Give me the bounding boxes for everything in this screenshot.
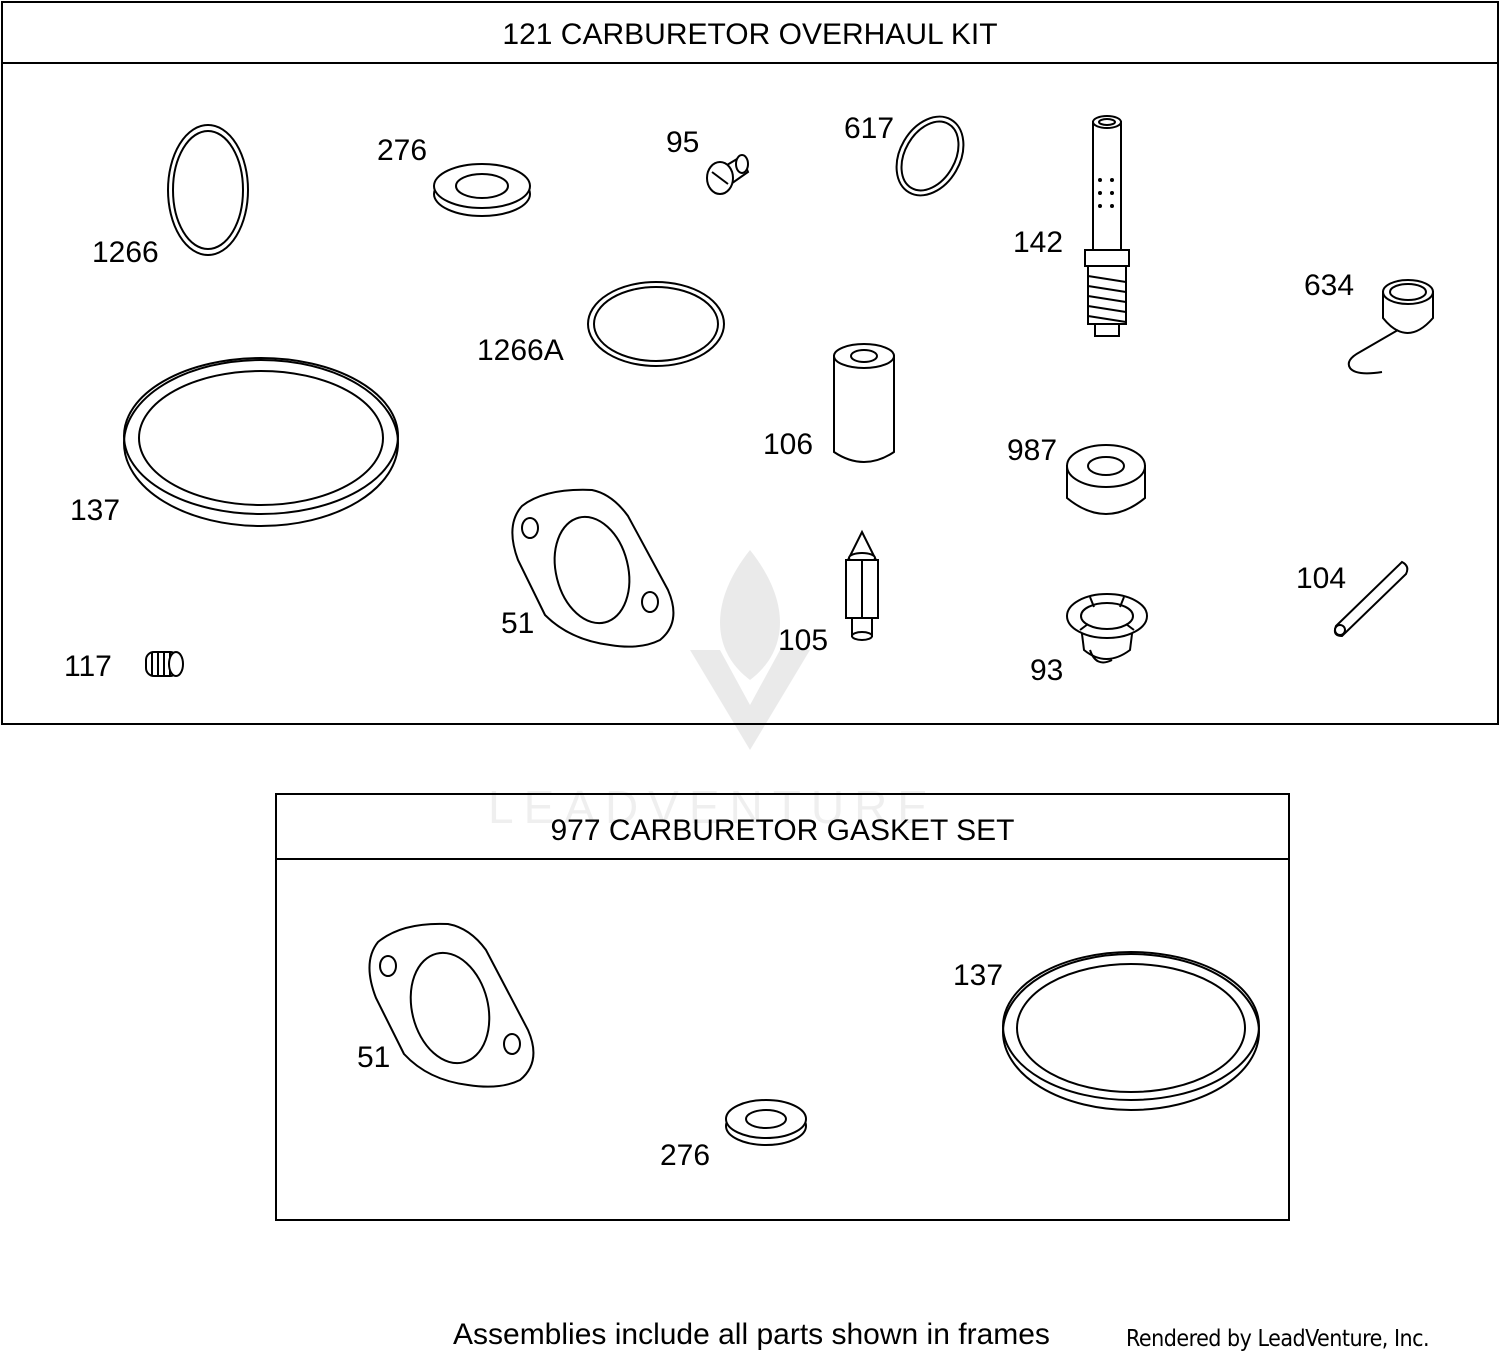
label-617: 617 bbox=[844, 112, 894, 145]
part-1266-o-ring[interactable] bbox=[167, 124, 249, 256]
part-51-carb-gasket[interactable] bbox=[511, 488, 675, 648]
footer-note: Assemblies include all parts shown in fr… bbox=[453, 1318, 1050, 1351]
label-987: 987 bbox=[1007, 434, 1057, 467]
label-1266a: 1266A bbox=[477, 334, 564, 367]
label-95: 95 bbox=[666, 126, 699, 159]
label-1266: 1266 bbox=[92, 236, 159, 269]
part-93-needle-seat[interactable] bbox=[1066, 593, 1148, 664]
overhaul-kit-frame: 121 CARBURETOR OVERHAUL KIT bbox=[1, 1, 1499, 725]
gasket-set-title: 977 CARBURETOR GASKET SET bbox=[277, 795, 1288, 860]
gasket-set-part-137[interactable] bbox=[1002, 951, 1260, 1111]
label-105: 105 bbox=[778, 624, 828, 657]
overhaul-kit-title: 121 CARBURETOR OVERHAUL KIT bbox=[3, 3, 1497, 64]
label-634: 634 bbox=[1304, 269, 1354, 302]
label-142: 142 bbox=[1013, 226, 1063, 259]
label-51: 51 bbox=[501, 607, 534, 640]
part-617-o-ring[interactable] bbox=[883, 105, 977, 208]
gasket-label-51: 51 bbox=[357, 1041, 390, 1074]
part-276-washer[interactable] bbox=[433, 163, 531, 217]
part-137-bowl-gasket[interactable] bbox=[123, 357, 399, 527]
gasket-label-137: 137 bbox=[953, 959, 1003, 992]
label-104: 104 bbox=[1296, 562, 1346, 595]
label-117: 117 bbox=[64, 650, 112, 683]
gasket-label-276: 276 bbox=[660, 1139, 710, 1172]
part-95-screw[interactable] bbox=[706, 154, 750, 195]
gasket-set-frame: 977 CARBURETOR GASKET SET bbox=[275, 793, 1290, 1221]
part-117-spring[interactable] bbox=[145, 651, 184, 677]
label-276: 276 bbox=[377, 134, 427, 167]
watermark-text: LEADVENTURE bbox=[488, 781, 938, 833]
part-987-bushing[interactable] bbox=[1066, 444, 1146, 515]
part-1266a-o-ring[interactable] bbox=[587, 281, 725, 367]
part-105-float-needle[interactable] bbox=[845, 529, 879, 641]
part-104-float-pin[interactable] bbox=[1333, 560, 1409, 638]
leadventure-watermark-icon bbox=[690, 550, 810, 750]
label-106: 106 bbox=[763, 428, 813, 461]
footer-credit: Rendered by LeadVenture, Inc. bbox=[1126, 1326, 1430, 1352]
part-634-spring[interactable] bbox=[1347, 279, 1434, 375]
part-142-main-jet[interactable] bbox=[1084, 115, 1130, 337]
part-106-float[interactable] bbox=[833, 343, 895, 463]
label-93: 93 bbox=[1030, 654, 1063, 687]
gasket-set-part-276[interactable] bbox=[725, 1099, 807, 1146]
gasket-set-part-51[interactable] bbox=[368, 922, 535, 1088]
label-137: 137 bbox=[70, 494, 120, 527]
